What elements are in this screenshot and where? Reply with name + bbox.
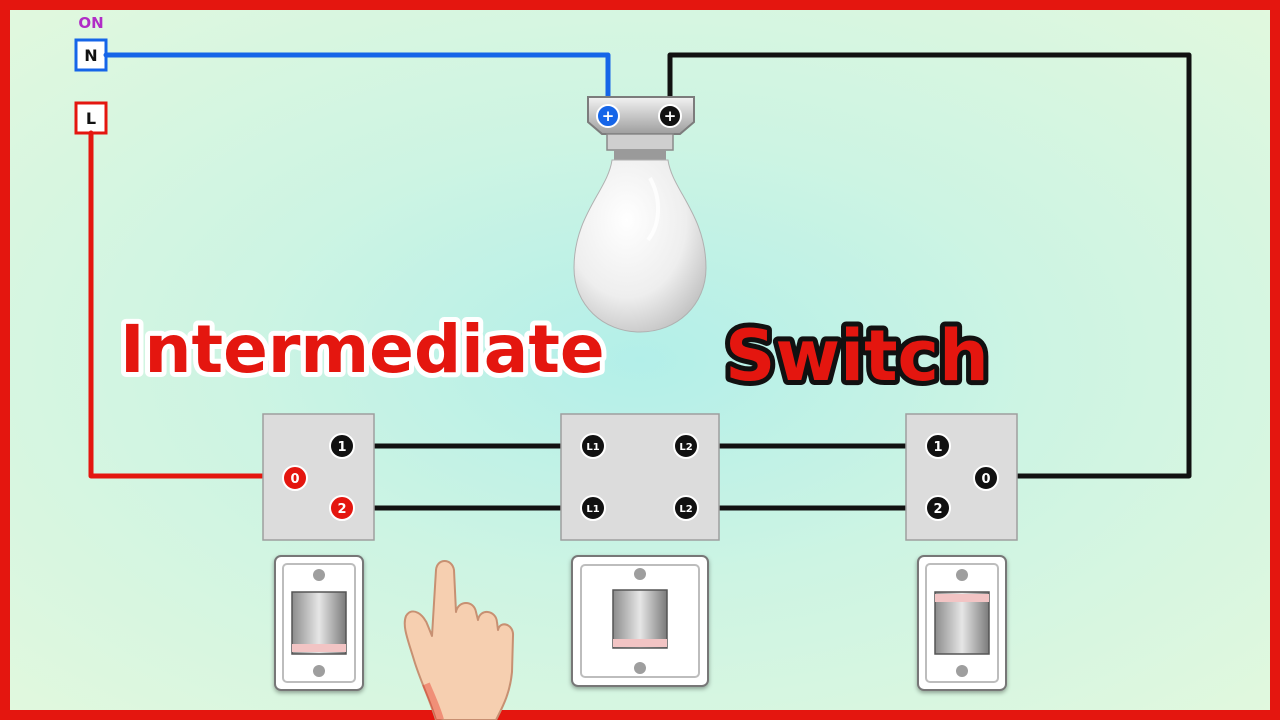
- title-word-intermediate: Intermediate: [120, 311, 605, 388]
- svg-text:L1: L1: [586, 442, 599, 453]
- intermediate-switch-box: [560, 413, 720, 541]
- svg-text:L2: L2: [679, 504, 692, 515]
- live-label: L: [86, 109, 96, 128]
- return-wire: [667, 52, 1192, 479]
- right-switch-plate[interactable]: [917, 555, 1007, 691]
- left-switch-rocker[interactable]: [291, 591, 347, 655]
- right-switch-terminal-2: 2: [925, 495, 951, 521]
- neutral-label: N: [84, 46, 97, 65]
- lamp-terminal-right: +: [658, 104, 682, 128]
- svg-text:+: +: [602, 107, 615, 125]
- live-wire: [88, 130, 298, 479]
- intermediate-switch-plate[interactable]: [571, 555, 709, 687]
- left-switch-terminal-0: 0: [282, 465, 308, 491]
- live-terminal: L: [74, 101, 108, 135]
- lamp-terminal-left: +: [596, 104, 620, 128]
- light-bulb: [573, 159, 707, 333]
- neutral-terminal: N: [74, 38, 108, 72]
- left-switch-plate[interactable]: [274, 555, 364, 691]
- right-switch-rocker[interactable]: [934, 591, 990, 655]
- lamp: + +: [573, 96, 707, 333]
- right-switch-terminal-1: 1: [925, 433, 951, 459]
- svg-text:1: 1: [933, 440, 942, 455]
- neutral-wire: [103, 52, 611, 119]
- svg-text:0: 0: [290, 472, 299, 487]
- supply-state-label: ON: [78, 14, 103, 32]
- right-switch-terminal-0: 0: [973, 465, 999, 491]
- left-two-way-switch-box: [262, 413, 375, 541]
- svg-text:L1: L1: [586, 504, 599, 515]
- intermediate-switch-rocker[interactable]: [612, 589, 668, 649]
- intermediate-terminal-l2-bottom: L2: [673, 495, 699, 521]
- intermediate-terminal-l2-top: L2: [673, 433, 699, 459]
- pointing-hand-icon: [403, 560, 515, 720]
- svg-text:+: +: [664, 107, 677, 125]
- left-switch-terminal-2: 2: [329, 495, 355, 521]
- svg-text:1: 1: [337, 440, 346, 455]
- svg-text:0: 0: [981, 472, 990, 487]
- svg-text:2: 2: [933, 502, 942, 517]
- left-switch-terminal-1: 1: [329, 433, 355, 459]
- intermediate-terminal-l1-top: L1: [580, 433, 606, 459]
- intermediate-terminal-l1-bottom: L1: [580, 495, 606, 521]
- title-word-switch: Switch: [725, 315, 989, 397]
- svg-text:2: 2: [337, 502, 346, 517]
- svg-text:L2: L2: [679, 442, 692, 453]
- right-two-way-switch-box: [905, 413, 1018, 541]
